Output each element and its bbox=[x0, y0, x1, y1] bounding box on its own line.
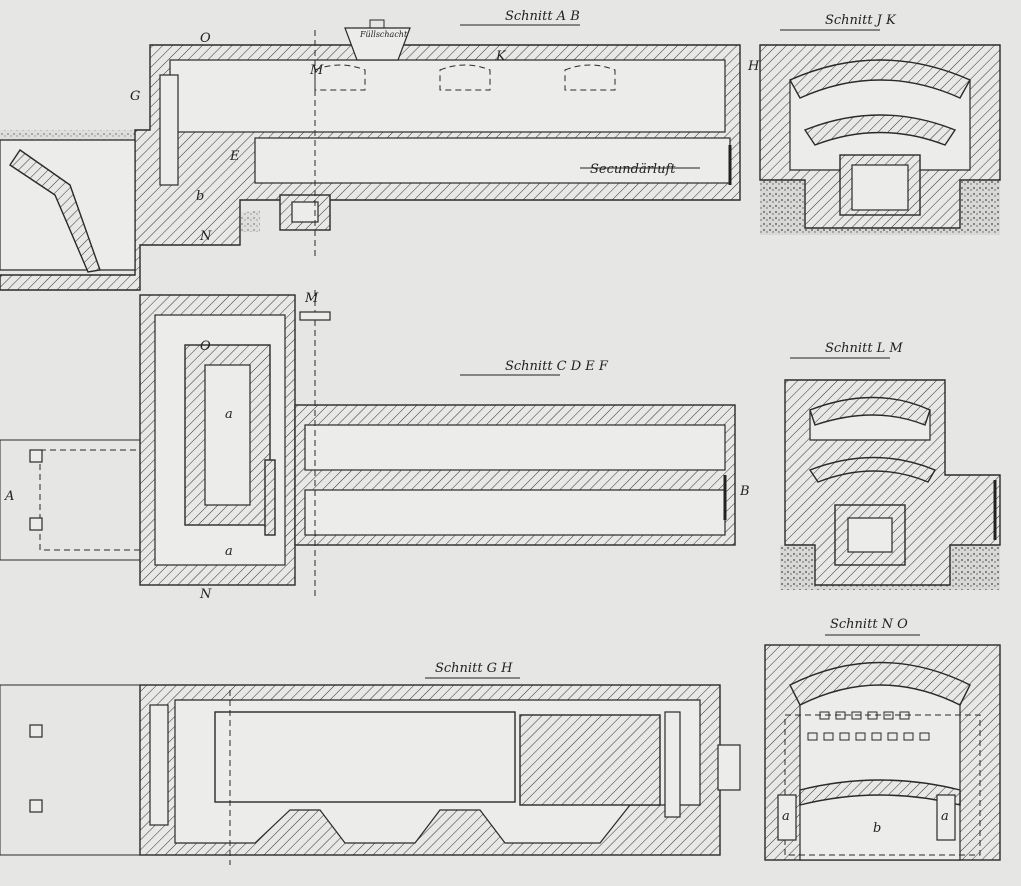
marker-A: A bbox=[4, 489, 14, 504]
section-no: Schnitt N O a a b bbox=[764, 617, 1001, 861]
section-lm-title: Schnitt L M bbox=[825, 341, 903, 356]
marker-b: b bbox=[873, 821, 881, 836]
secondary-air-label: Secundärluft bbox=[590, 162, 676, 177]
section-gh-title: Schnitt G H bbox=[435, 661, 513, 676]
section-gh: Schnitt G H bbox=[0, 661, 741, 865]
marker-o2: O bbox=[200, 339, 211, 354]
air-holes bbox=[807, 711, 930, 741]
marker-m: M bbox=[309, 63, 324, 78]
marker-a-left: a bbox=[782, 809, 790, 824]
marker-a-bottom: a bbox=[225, 544, 233, 559]
marker-h: H bbox=[747, 59, 760, 74]
section-jk: Schnitt J K bbox=[759, 13, 1001, 235]
section-no-title: Schnitt N O bbox=[830, 617, 908, 632]
section-ab-title: Schnitt A B bbox=[505, 9, 580, 24]
section-ab: Schnitt A B Füllschacht Secundärluft M O… bbox=[0, 9, 760, 291]
marker-m2: M bbox=[304, 291, 319, 306]
marker-g: G bbox=[130, 89, 140, 104]
marker-n: N bbox=[199, 229, 212, 244]
marker-b-top: b bbox=[196, 189, 204, 204]
section-lm: Schnitt L M bbox=[780, 341, 1001, 590]
hopper-label: Füllschacht bbox=[359, 30, 408, 39]
section-jk-title: Schnitt J K bbox=[825, 13, 897, 28]
marker-k: K bbox=[495, 49, 507, 64]
marker-o: O bbox=[200, 31, 211, 46]
marker-a-right: a bbox=[941, 809, 949, 824]
marker-a-top: a bbox=[225, 407, 233, 422]
section-cdef-title: Schnitt C D E F bbox=[505, 359, 609, 374]
section-cdef: Schnitt C D E F M O a a A B N bbox=[0, 290, 750, 602]
marker-n2: N bbox=[199, 587, 212, 602]
marker-e: E bbox=[229, 149, 240, 164]
marker-B: B bbox=[739, 484, 750, 499]
